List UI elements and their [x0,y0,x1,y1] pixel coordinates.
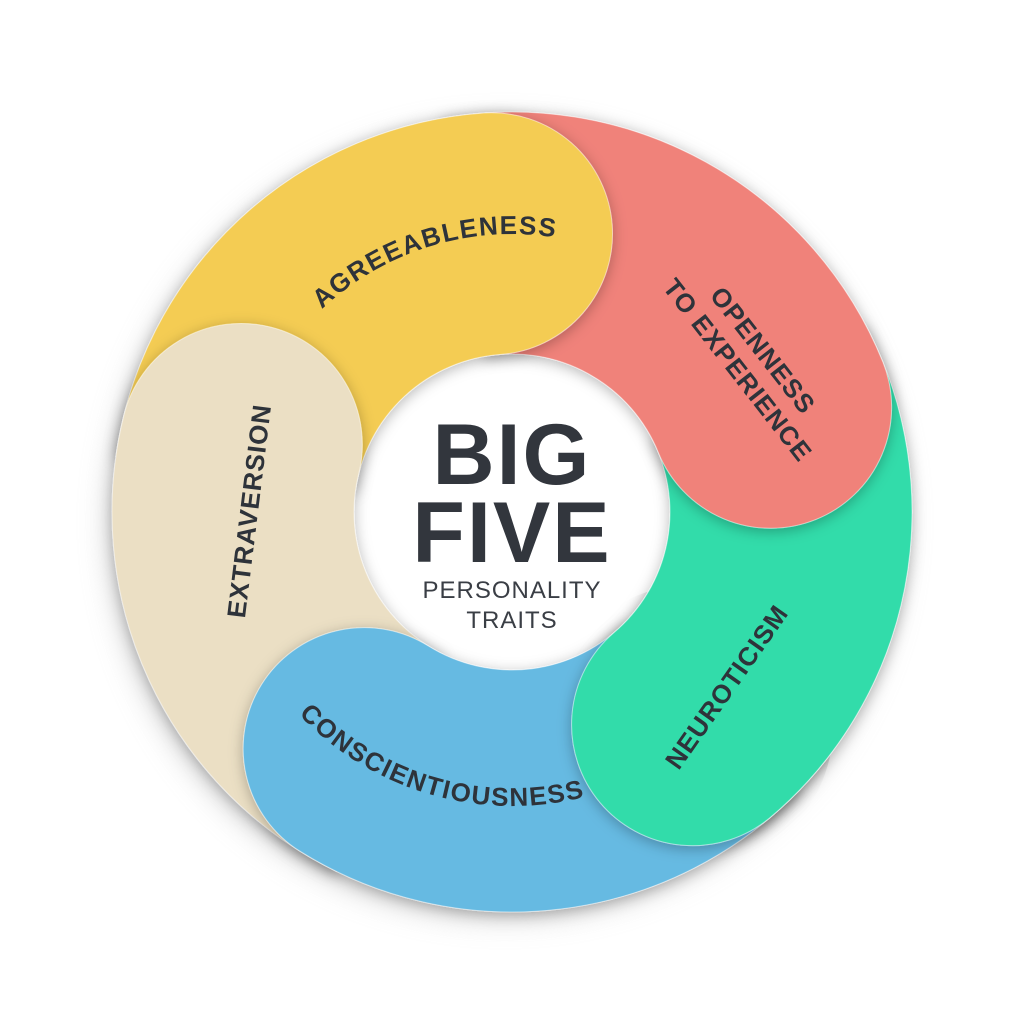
center-circle [351,351,673,673]
center-title-line2: FIVE [412,485,611,581]
segments [111,111,913,913]
segment-neuroticism-cap-patch [571,585,833,847]
center-title-line1: BIG [433,407,592,503]
center-subtitle-line2: TRAITS [466,607,557,634]
center-subtitle-line1: PERSONALITY [422,577,601,604]
center-text: BIG FIVE PERSONALITY TRAITS [412,407,611,634]
